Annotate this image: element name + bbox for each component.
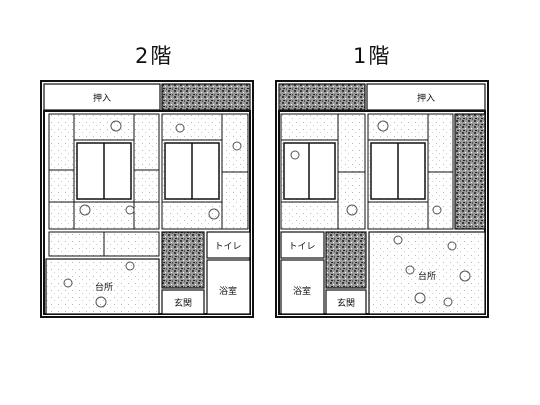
floor2-bath-label: 浴室 xyxy=(219,285,237,297)
floor2-entrance-label: 玄関 xyxy=(174,297,192,309)
floor2-toilet-label: トイレ xyxy=(214,242,241,252)
floor2-bath xyxy=(206,259,251,315)
floor1-tatami-room-b xyxy=(367,113,454,230)
floor2-tatami-room-b xyxy=(161,113,249,230)
floor1-speckled-closet xyxy=(278,83,366,111)
floor2-stair-hall xyxy=(161,231,205,289)
floor2-kitchen-label: 台所 xyxy=(95,281,113,293)
floor1-title: 1階 xyxy=(353,44,392,68)
floor2-toilet xyxy=(206,231,251,259)
floor1-closet-label: 押入 xyxy=(417,92,435,104)
floor1-entrance xyxy=(325,289,367,315)
floor2-title: 2階 xyxy=(135,44,174,68)
floor1-bath xyxy=(280,259,325,315)
floor1-kitchen xyxy=(368,231,486,315)
floor2-kitchen xyxy=(45,258,160,315)
floor1-entrance-label: 玄関 xyxy=(337,297,355,309)
floor1-plan: トイレ 浴室 玄関 台所 押入 xyxy=(275,80,489,318)
floor1-kitchen-label: 台所 xyxy=(418,270,436,282)
floor1-bath-label: 浴室 xyxy=(293,285,311,297)
floor2-tatami-room-a xyxy=(48,113,160,230)
floor2-speckled-closet xyxy=(161,83,251,111)
floor1-tatami-room-a xyxy=(280,113,366,230)
floor1-stair-hall xyxy=(325,231,367,289)
floor2-closet-label: 押入 xyxy=(93,92,111,104)
floor1-alcove xyxy=(454,113,486,230)
floor2-closet xyxy=(43,83,161,111)
floor1-closet xyxy=(366,83,486,111)
floor1-toilet-label: トイレ xyxy=(288,242,315,252)
floor1-toilet xyxy=(280,231,325,259)
floor2-entrance xyxy=(161,289,205,315)
floor2-plan: トイレ 浴室 台所 玄関 押入 xyxy=(40,80,254,318)
